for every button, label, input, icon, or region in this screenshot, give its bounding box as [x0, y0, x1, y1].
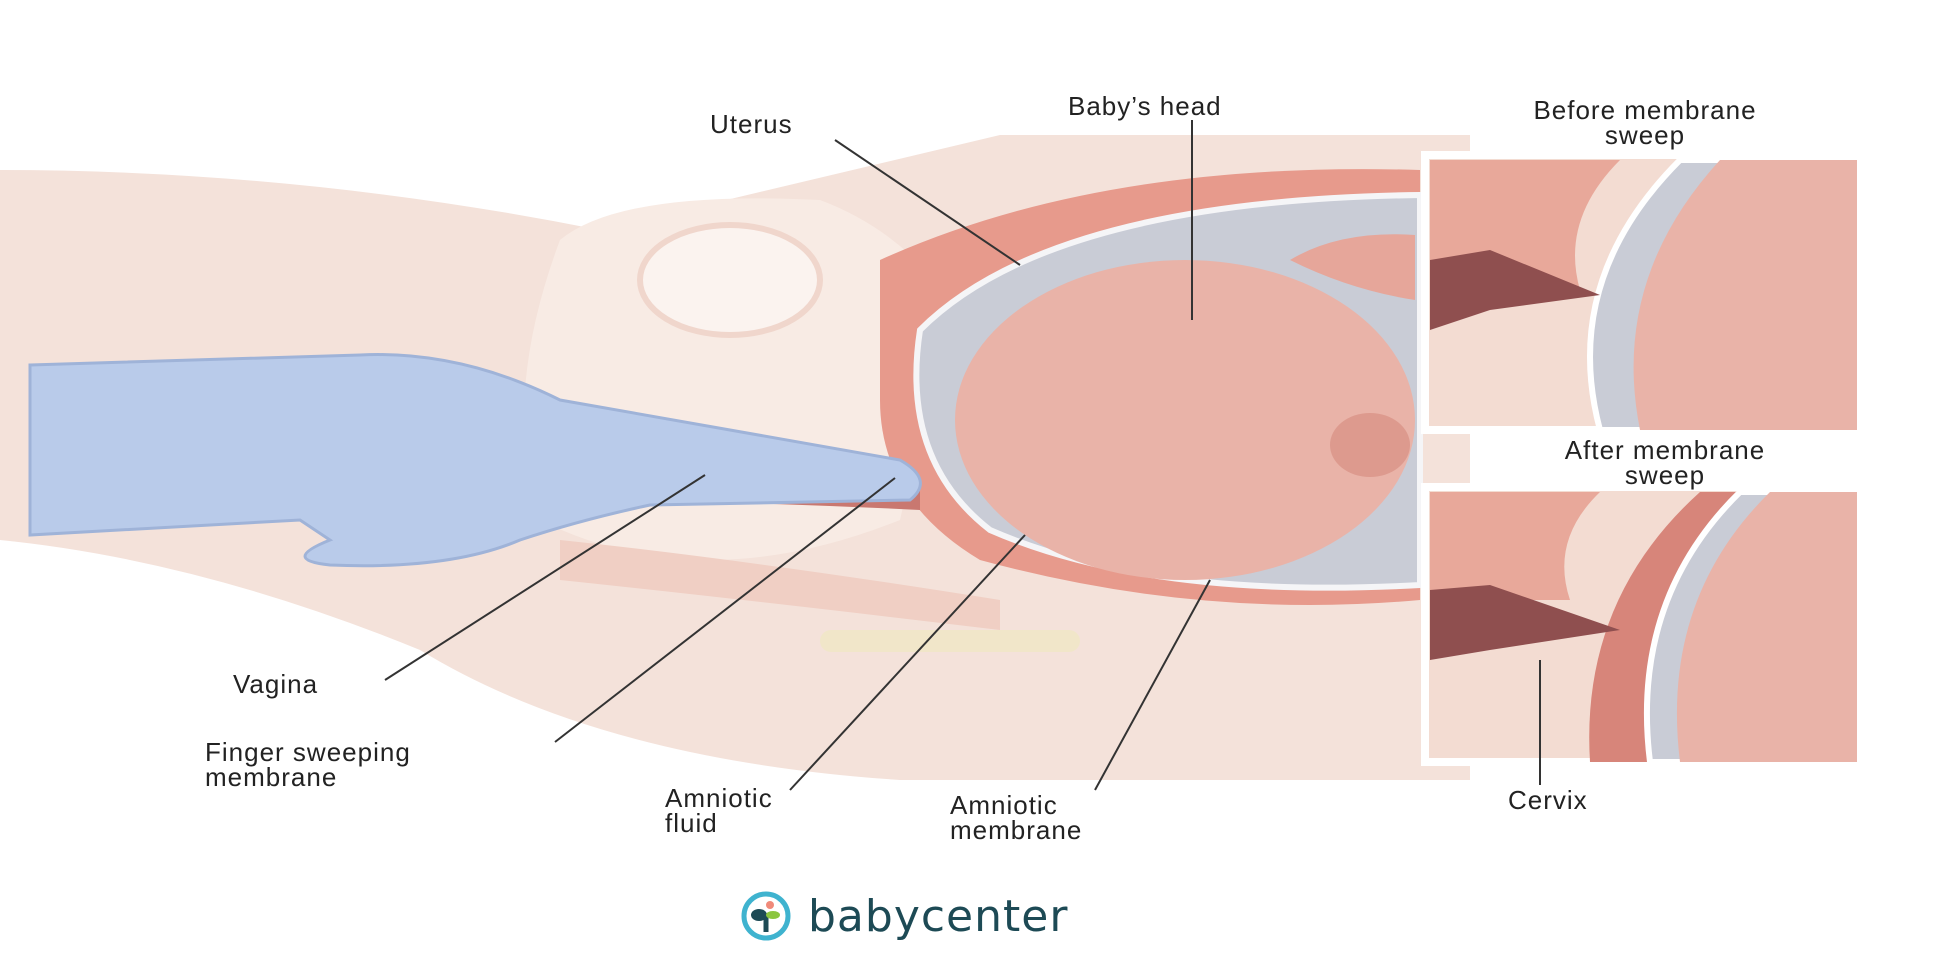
baby-ear: [1330, 413, 1410, 477]
uterus-leader: [834, 139, 1021, 266]
label-line: Amniotic: [665, 783, 773, 813]
bladder: [637, 222, 823, 338]
label-line: Finger sweeping: [205, 737, 411, 767]
label-line: membrane: [950, 815, 1083, 845]
label-amniotic-fluid: Amniotic fluid: [665, 783, 773, 838]
finger-leader: [554, 477, 896, 743]
gloved-hand: [28, 353, 922, 568]
babys-head: [955, 260, 1415, 580]
label-finger-sweeping: Finger sweeping membrane: [205, 737, 411, 792]
label-after-sweep: After membrane sweep: [1475, 435, 1855, 490]
label-before-sweep: Before membrane sweep: [1455, 95, 1835, 150]
label-cervix: Cervix: [1508, 785, 1588, 815]
label-line: sweep: [1604, 120, 1686, 150]
rectum: [560, 540, 1000, 630]
membrane-leader: [1094, 579, 1211, 791]
label-uterus: Uterus: [710, 109, 793, 139]
label-babys-head: Baby’s head: [1068, 91, 1222, 121]
label-line: After membrane: [1564, 435, 1766, 465]
inset-after: [1421, 483, 1861, 766]
spine-hint: [820, 630, 1080, 652]
label-line: Amniotic: [950, 790, 1058, 820]
vagina-leader: [384, 474, 706, 681]
inset-before: [1421, 151, 1861, 434]
label-line: membrane: [205, 762, 338, 792]
label-line: Before membrane: [1533, 95, 1757, 125]
babycenter-logo: babycenter: [738, 888, 1068, 944]
babycenter-sprout-icon: [741, 891, 791, 941]
baby-face: [1290, 234, 1415, 300]
label-vagina: Vagina: [233, 669, 319, 699]
label-line: sweep: [1624, 460, 1706, 490]
label-amniotic-membrane: Amniotic membrane: [950, 790, 1083, 845]
fluid-leader: [789, 534, 1026, 791]
leader-lines: [384, 120, 1541, 791]
label-line: fluid: [665, 808, 718, 838]
logo-text: babycenter: [808, 890, 1069, 942]
